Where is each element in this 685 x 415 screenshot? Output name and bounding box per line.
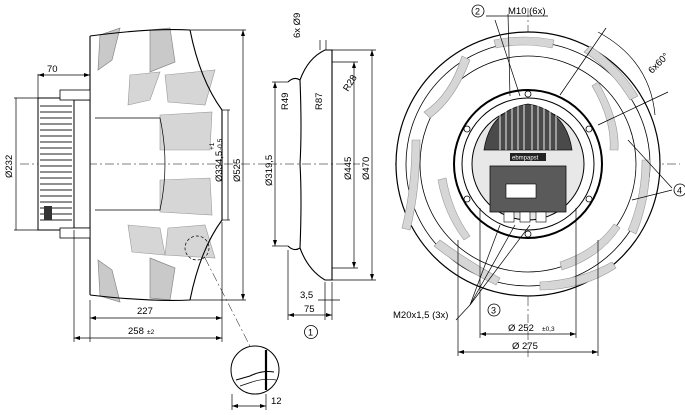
dim-6x9: 6x Ø9 <box>292 13 303 38</box>
blade <box>97 27 121 71</box>
detail-marker <box>184 235 210 261</box>
detail-view: 12 <box>230 345 282 410</box>
blade <box>127 71 161 106</box>
dim-m10: M10 (6x) <box>508 6 545 17</box>
dim-dia-525: Ø525 <box>232 159 243 182</box>
rotor-body <box>95 117 166 211</box>
dim-r49: R49 <box>280 93 291 110</box>
blade <box>159 111 213 151</box>
leader-4a <box>627 139 673 189</box>
blade <box>149 257 176 301</box>
blade <box>97 259 121 303</box>
side-view: 70 Ø232 Ø334,5 +1 -0,5 Ø525 227 258 ±2 <box>4 27 270 351</box>
motor-cap-top <box>59 89 91 101</box>
inlet-outer-contour <box>299 49 333 281</box>
callout-3-label: 3 <box>491 306 496 316</box>
callout-1-label: 1 <box>308 328 313 338</box>
dim-227: 227 <box>137 306 153 317</box>
motor-cooling-fins <box>499 105 557 150</box>
blade <box>159 177 213 216</box>
leader-2 <box>494 19 521 97</box>
dim-258-tol: ±2 <box>147 329 155 336</box>
dim-dia-252: Ø 252 <box>508 323 534 334</box>
dim-75: 75 <box>304 304 315 315</box>
inlet-inner-contour <box>287 77 302 251</box>
dim-dia-275: Ø 275 <box>512 341 538 352</box>
motor-flange-inner <box>461 97 595 231</box>
dim-dia-252-tol: ±0,3 <box>542 326 555 333</box>
dim-70: 70 <box>47 64 58 75</box>
dim-258: 258 <box>128 326 144 337</box>
cable-gland <box>44 206 52 220</box>
dim-m20: M20x1,5 (3x) <box>393 310 448 321</box>
dim-dia-470: Ø470 <box>361 157 372 180</box>
leader-4b <box>631 189 673 201</box>
angle-arc <box>597 31 656 116</box>
dim-tol-lower: -0,5 <box>217 138 224 150</box>
motor-flange-ring <box>453 89 603 239</box>
motor-cap-bottom <box>59 227 91 239</box>
callout-2-label: 2 <box>475 7 480 17</box>
brand-badge <box>510 153 546 161</box>
cable-entries <box>503 211 547 223</box>
detail-circle <box>230 345 280 395</box>
brand-badge-text: ebmpapst <box>512 156 539 162</box>
callout-3 <box>487 303 501 317</box>
dim-dia-319: Ø319,5 <box>264 155 275 186</box>
leader-m20 <box>469 224 501 306</box>
blade <box>127 224 166 256</box>
motor-flange <box>73 99 91 229</box>
dim-dia-445: Ø445 <box>343 157 354 180</box>
dim-dia-232: Ø232 <box>4 155 15 178</box>
inlet-shroud <box>189 29 223 301</box>
dim-r28: R28 <box>341 73 360 94</box>
front-view: ebmpapst 2 M10 (6x) 6x60° 4 M20x1,5 (3x)… <box>393 4 685 360</box>
bolt-holes <box>463 90 593 238</box>
callout-4-label: 4 <box>677 186 682 196</box>
leader-m10 <box>507 13 511 97</box>
blade <box>149 27 176 73</box>
shroud-ring <box>419 55 637 273</box>
motor-fins <box>40 105 72 221</box>
dim-tol-upper: +1 <box>209 142 216 150</box>
blade <box>164 69 216 106</box>
callout-2 <box>471 4 485 18</box>
dim-r87: R87 <box>314 93 325 110</box>
shroud-bottom <box>89 294 191 301</box>
dim-12: 12 <box>271 396 282 407</box>
shroud-top <box>89 29 191 37</box>
callout-4 <box>673 183 685 197</box>
terminal-label <box>505 183 537 199</box>
dim-6x60: 6x60° <box>646 51 671 76</box>
dim-3-5: 3,5 <box>300 290 313 301</box>
dim-dia-334: Ø334,5 <box>214 151 225 182</box>
callout-1 <box>304 325 318 339</box>
blade <box>164 224 216 259</box>
inlet-ring-view: 6x Ø9 R49 R87 R28 Ø319,5 Ø445 Ø470 3,5 7… <box>264 13 376 339</box>
detail-leader <box>204 257 253 351</box>
